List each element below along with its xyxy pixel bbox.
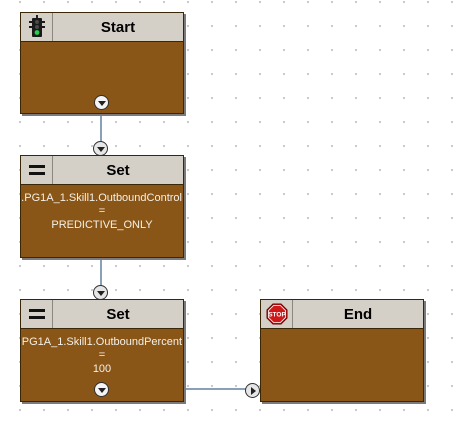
end-node-title: End [343, 305, 373, 323]
equals-icon [21, 300, 53, 328]
chevron-down-icon [97, 387, 106, 393]
set-node-2-operator: = [98, 349, 106, 361]
set-node-2-variable: Skill Group.PG1A_1.Skill1.OutboundPercen… [21, 336, 182, 348]
stop-sign-icon: STOP [261, 300, 293, 328]
set-node-1-operator: = [98, 205, 106, 217]
chevron-down-icon [96, 146, 105, 152]
equals-icon [21, 156, 53, 184]
set2-input-port[interactable] [93, 285, 108, 300]
set-node-1-header: Set [21, 156, 183, 185]
set-node-2[interactable]: Set Skill Group.PG1A_1.Skill1.OutboundPe… [20, 299, 184, 402]
set-node-1-body: Skill Group.PG1A_1.Skill1.OutboundContro… [21, 185, 183, 257]
end-node-body [261, 329, 423, 401]
traffic-light-icon [21, 13, 53, 41]
set-node-1-variable: Skill Group.PG1A_1.Skill1.OutboundContro… [21, 192, 182, 204]
chevron-down-icon [96, 290, 105, 296]
set-node-2-body: Skill Group.PG1A_1.Skill1.OutboundPercen… [21, 329, 183, 401]
start-node-header: Start [21, 13, 183, 42]
start-output-port[interactable] [94, 95, 109, 110]
chevron-down-icon [97, 100, 106, 106]
chevron-right-icon [251, 386, 256, 395]
set-node-2-header: Set [21, 300, 183, 329]
set-node-2-value: 100 [92, 363, 112, 375]
set-node-1[interactable]: Set Skill Group.PG1A_1.Skill1.OutboundCo… [20, 155, 184, 258]
set-node-2-title: Set [106, 305, 130, 323]
end-node[interactable]: STOP End [260, 299, 424, 402]
start-node[interactable]: Start [20, 12, 184, 114]
end-input-port[interactable] [245, 383, 260, 398]
start-node-title: Start [100, 18, 136, 36]
set-node-1-title: Set [106, 161, 130, 179]
svg-text:STOP: STOP [268, 312, 286, 319]
set1-input-port[interactable] [93, 141, 108, 156]
set2-output-port[interactable] [94, 382, 109, 397]
end-node-header: STOP End [261, 300, 423, 329]
set-node-1-value: PREDICTIVE_ONLY [51, 219, 153, 231]
